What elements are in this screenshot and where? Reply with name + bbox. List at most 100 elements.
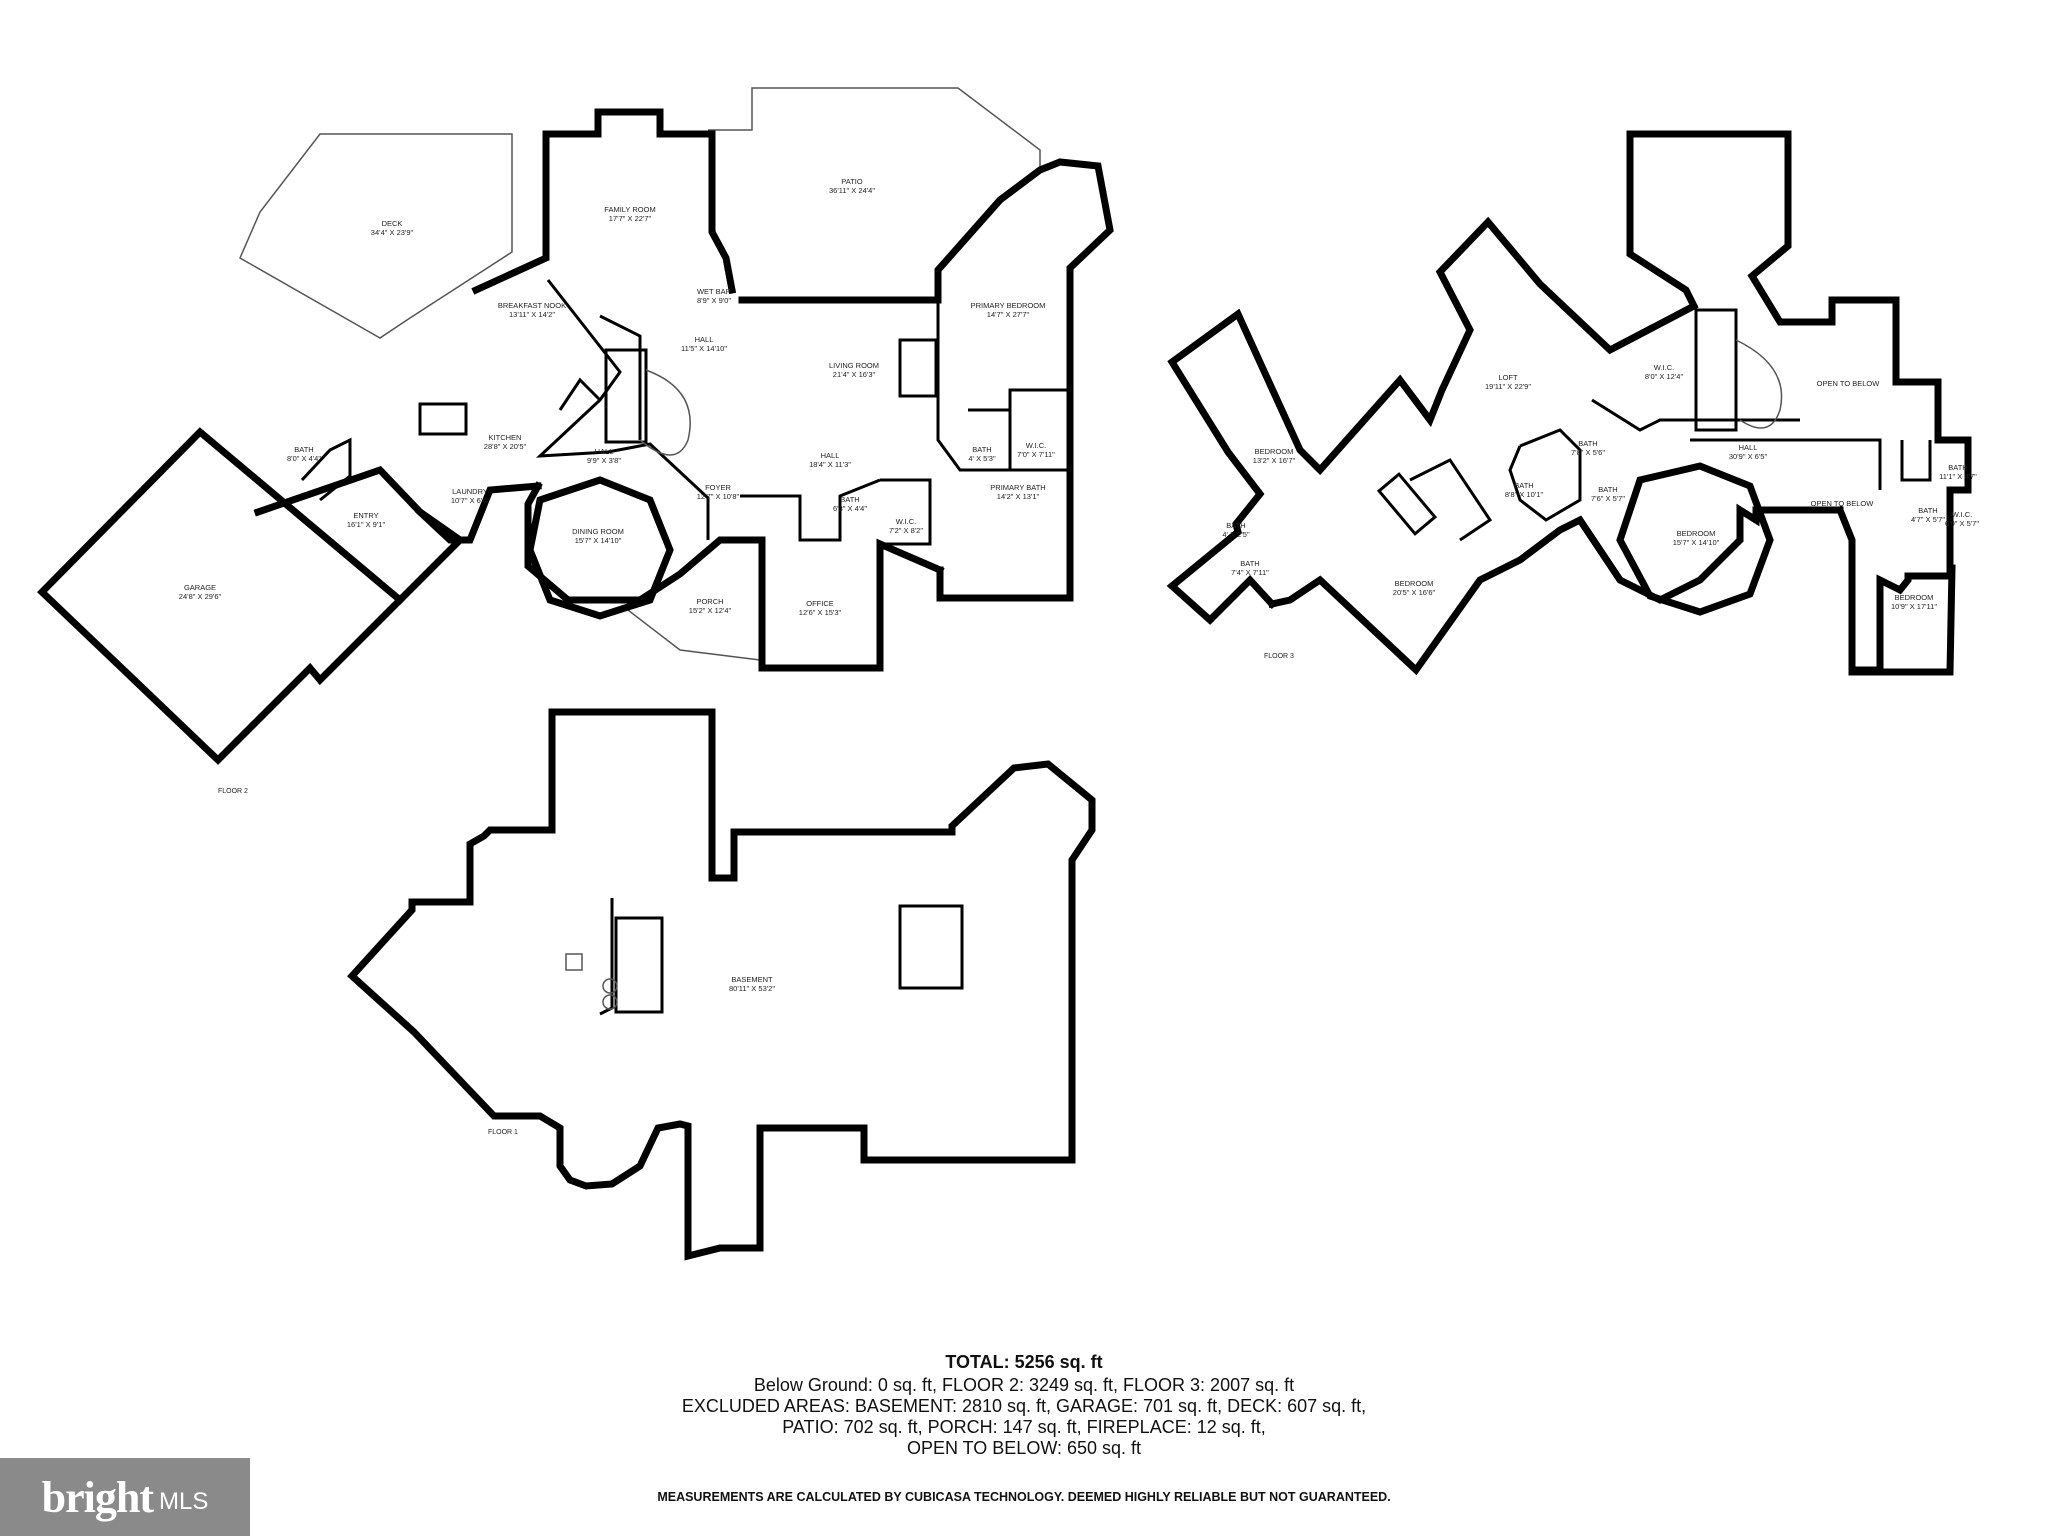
patio-outline xyxy=(708,87,1041,170)
room-dimensions: 11'1" X 4'7" xyxy=(1939,472,1977,481)
floor2-fireplace xyxy=(898,338,938,398)
room-name: FOYER xyxy=(705,483,731,492)
deck-outline xyxy=(239,133,513,339)
room-dimensions: 4'7" X 5'7" xyxy=(1911,515,1945,524)
room-name: FAMILY ROOM xyxy=(604,205,655,214)
floor3-stairs-b xyxy=(1376,472,1438,536)
room-name: LOFT xyxy=(1498,373,1518,382)
room-name: KITCHEN xyxy=(489,433,522,442)
room-name: BEDROOM xyxy=(1255,447,1294,456)
room-dimensions: 6'0" X 5'7" xyxy=(1945,519,1979,528)
room-name: PRIMARY BEDROOM xyxy=(971,301,1046,310)
porch-outline xyxy=(627,609,761,661)
room-name: HALL xyxy=(1739,443,1758,452)
area-line: OPEN TO BELOW: 650 sq. ft xyxy=(906,1438,1142,1458)
floor3-wall-north xyxy=(1626,130,1942,444)
room-dimensions: 21'4" X 16'3" xyxy=(833,370,876,379)
room-name: BATH xyxy=(1918,506,1937,515)
room-name: BATH xyxy=(1240,559,1259,568)
area-line: PATIO: 702 sq. ft, PORCH: 147 sq. ft, FI… xyxy=(782,1417,1266,1437)
room-dimensions: 8'0" X 4'4" xyxy=(287,454,321,463)
disclaimer: MEASUREMENTS ARE CALCULATED BY CUBICASA … xyxy=(657,1490,1391,1504)
room-dimensions: 15'7" X 14'10" xyxy=(1673,538,1720,547)
room-name: BATH xyxy=(1598,485,1617,494)
room-name: PATIO xyxy=(841,177,863,186)
floor2-wall-south xyxy=(524,481,945,672)
floor3-interior-b xyxy=(1409,458,1493,542)
room-dimensions: 9'9" X 3'8" xyxy=(587,456,621,465)
room-dimensions: 11'5" X 14'10" xyxy=(681,344,727,353)
room-dimensions: 28'8" X 20'5" xyxy=(484,442,527,451)
floor3-label: FLOOR 3 xyxy=(1264,653,1294,660)
room-name: BATH xyxy=(1514,481,1533,490)
floor2-stairs xyxy=(604,348,648,444)
room-name: BEDROOM xyxy=(1895,593,1934,602)
room-dimensions: 10'7" X 6'4" xyxy=(451,496,490,505)
interior-walls-h xyxy=(558,377,602,411)
room-name: BEDROOM xyxy=(1395,579,1434,588)
room-dimensions: 8'0" X 12'4" xyxy=(1645,372,1684,381)
room-dimensions: 80'11" X 53'2" xyxy=(729,984,775,993)
room-name: W.I.C. xyxy=(896,517,916,526)
room-name: BREAKFAST NOOK xyxy=(498,301,566,310)
kitchen-island xyxy=(418,402,468,436)
room-dimensions: 24'8" X 29'6" xyxy=(179,592,222,601)
room-name: BATH xyxy=(972,445,991,454)
room-dimensions: 12'7" X 10'8" xyxy=(697,492,740,501)
floor1-label: FLOOR 1 xyxy=(488,1129,518,1136)
floor2-spiral-stair xyxy=(639,369,691,456)
room-dimensions: 7'2" X 8'2" xyxy=(889,526,923,535)
room-name: HALL xyxy=(595,447,614,456)
room-name: ENTRY xyxy=(353,511,378,520)
floor2-label: FLOOR 2 xyxy=(218,788,248,795)
interior-walls-a xyxy=(535,279,710,540)
room-name: BATH xyxy=(294,445,313,454)
floor3-interior-d xyxy=(1690,438,1882,490)
room-dimensions: 15'7" X 14'10" xyxy=(575,536,622,545)
room-dimensions: 7'4" X 7'11" xyxy=(1231,568,1269,577)
room-name: LAUNDRY xyxy=(452,487,488,496)
floor3-plan xyxy=(1166,130,1972,676)
room-name: PRIMARY BATH xyxy=(990,483,1045,492)
floor3-stairs xyxy=(1694,308,1738,432)
floor3-wall-bedroom-se xyxy=(1835,505,1956,676)
room-dimensions: 13'11" X 14'2" xyxy=(509,310,555,319)
room-dimensions: 14'2" X 13'1" xyxy=(997,492,1040,501)
interior-walls-g xyxy=(300,437,352,502)
room-name: OPEN TO BELOW xyxy=(1811,499,1875,508)
basement-stairs xyxy=(614,916,664,1014)
bright-mls-logo: bright MLS xyxy=(0,1458,250,1536)
floor2-wall-west xyxy=(253,465,466,605)
room-name: DECK xyxy=(382,219,403,228)
basement-fixture xyxy=(565,953,583,971)
room-dimensions: 7'6" X 5'7" xyxy=(1591,494,1625,503)
floor3-interior-a xyxy=(1508,428,1582,522)
room-name: DINING ROOM xyxy=(572,527,624,536)
basement-fixture-a xyxy=(602,978,618,994)
floor3-wall-west xyxy=(1166,130,1699,625)
floor3-interior-e xyxy=(1900,440,1932,482)
interior-walls-e xyxy=(880,478,932,546)
room-dimensions: 15'2" X 12'4" xyxy=(689,606,732,615)
room-name: BATH xyxy=(840,495,859,504)
room-dimensions: 20'5" X 16'6" xyxy=(1393,588,1436,597)
room-dimensions: 16'1" X 9'1" xyxy=(347,520,386,529)
interior-walls-f xyxy=(740,478,881,542)
room-name: PORCH xyxy=(696,597,723,606)
basement-wall xyxy=(347,708,1096,1261)
room-name: BATH xyxy=(1578,439,1597,448)
room-dimensions: 8'8" X 10'1" xyxy=(1505,490,1544,499)
floor3-wall-east-open xyxy=(1267,503,1844,676)
interior-walls-b xyxy=(599,314,642,440)
room-name: WET BAR xyxy=(697,287,732,296)
room-name: HALL xyxy=(695,335,714,344)
room-dimensions: 12'6" X 15'3" xyxy=(799,608,842,617)
floor2-plan xyxy=(37,87,1114,765)
total-area: TOTAL: 5256 sq. ft xyxy=(945,1352,1103,1372)
basement-fireplace xyxy=(898,904,964,990)
room-name: W.I.C. xyxy=(1026,441,1046,450)
room-name: HALL xyxy=(821,451,840,460)
floor3-interior-c xyxy=(1591,398,1800,432)
floor3-wall-hall-right xyxy=(1852,436,1972,674)
room-dimensions: 34'4" X 23'9" xyxy=(371,228,414,237)
